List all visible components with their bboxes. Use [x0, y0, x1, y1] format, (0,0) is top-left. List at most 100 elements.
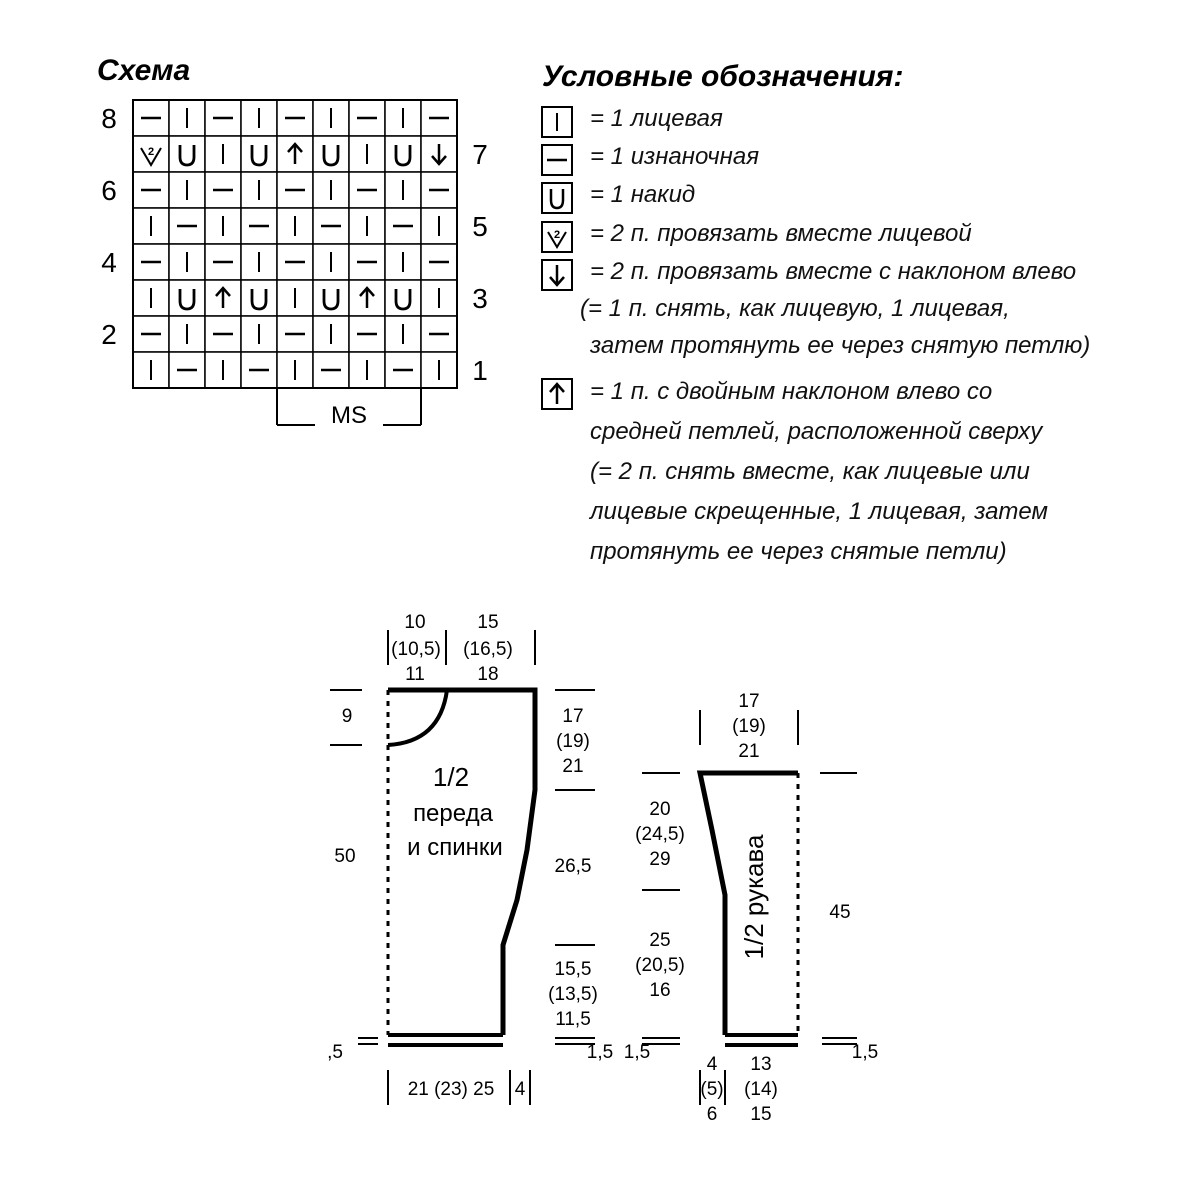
body-bottom-side: 4 — [515, 1079, 526, 1100]
chart-cells: 2 — [132, 99, 458, 389]
legend-s2kp-text-2: средней петлей, расположенной сверху — [590, 418, 1043, 445]
row-number-5: 5 — [472, 211, 488, 242]
purl-symbol-icon — [541, 144, 573, 176]
legend-s2kp-text-4: лицевые скрещенные, 1 лицевая, затем — [590, 498, 1048, 525]
sleeve-bottom-side-3: 6 — [707, 1104, 718, 1125]
sleeve-bottom-side-2: (5) — [700, 1079, 723, 1100]
body-hem-left: ,5 — [327, 1042, 343, 1063]
scheme-title: Схема — [97, 54, 191, 87]
sleeve-hem-right: 1,5 — [852, 1042, 878, 1063]
chart-cell-purl — [276, 243, 314, 281]
knit-symbol-icon — [541, 106, 573, 138]
chart-cell-purl — [204, 171, 242, 209]
body-label-line-3: и спинки — [407, 834, 503, 861]
repeat-bracket — [276, 388, 422, 426]
chart-cell-purl — [348, 315, 386, 353]
legend-s2kp-text-5: протянуть ее через снятые петли) — [590, 538, 1007, 565]
chart-cell-ssk — [420, 135, 458, 173]
body-neckline — [387, 689, 449, 747]
body-shoulder-width-1: 15 — [477, 612, 498, 633]
row-number-8: 8 — [101, 103, 117, 134]
body-label-line-1: 1/2 — [433, 762, 469, 792]
sleeve-length: 45 — [829, 902, 850, 923]
body-shaping: 26,5 — [555, 856, 592, 877]
chart-cell-purl — [276, 315, 314, 353]
body-hem-right: 1,5 — [587, 1042, 613, 1063]
legend-k2tog-text: = 2 п. провязать вместе лицевой — [590, 220, 972, 247]
row-number-2: 2 — [101, 319, 117, 350]
chart-cell-knit — [420, 279, 458, 317]
chart-cell-knit — [240, 171, 278, 209]
legend-ssk-text-2: (= 1 п. снять, как лицевую, 1 лицевая, — [580, 295, 1010, 322]
body-neck-width-2: (10,5) — [391, 639, 441, 660]
row-number-1: 1 — [472, 355, 488, 386]
body-lower-2: (13,5) — [548, 984, 598, 1005]
body-outline — [388, 687, 538, 1035]
chart-cell-purl — [240, 207, 278, 245]
body-total-length: 50 — [334, 846, 355, 867]
legend-ssk-text-1: = 2 п. провязать вместе с наклоном влево — [590, 258, 1077, 285]
svg-text:2: 2 — [148, 146, 154, 158]
ssk-symbol-icon — [541, 259, 573, 291]
body-armhole-3: 21 — [562, 756, 583, 777]
legend-ssk-text-3: затем протянуть ее через снятую петлю) — [590, 332, 1091, 359]
sleeve-bottom-width-3: 15 — [750, 1104, 771, 1125]
sleeve-top-width-1: 17 — [738, 691, 759, 712]
body-neck-width-3: 11 — [405, 664, 425, 685]
sleeve-label: 1/2 рукава — [739, 834, 769, 959]
chart-cell-knit — [384, 315, 422, 353]
sleeve-hem-left: 1,5 — [624, 1042, 650, 1063]
chart-cell-k2tog: 2 — [132, 135, 170, 173]
sleeve-top-width-3: 21 — [738, 741, 759, 762]
chart-cell-purl — [276, 99, 314, 137]
chart-cell-s2kp — [204, 279, 242, 317]
legend-s2kp-text-3: (= 2 п. снять вместе, как лицевые или — [590, 458, 1030, 485]
chart-cell-purl — [420, 171, 458, 209]
legend-title: Условные обозначения: — [542, 60, 904, 93]
row-number-6: 6 — [101, 175, 117, 206]
repeat-label: MS — [331, 402, 367, 429]
body-shoulder-width-2: (16,5) — [463, 639, 513, 660]
body-armhole-2: (19) — [556, 731, 590, 752]
chart-cell-yarn-over — [240, 135, 278, 173]
chart-cell-knit — [132, 279, 170, 317]
chart-cell-knit — [276, 351, 314, 389]
chart-cell-yarn-over — [312, 279, 350, 317]
body-label-line-2: переда — [413, 800, 494, 827]
sleeve-lower-3: 16 — [649, 980, 670, 1001]
sleeve-lower-1: 25 — [649, 930, 670, 951]
chart-cell-knit — [276, 279, 314, 317]
chart-cell-purl — [384, 351, 422, 389]
k2tog-symbol-icon: 2 — [541, 221, 573, 253]
chart-cell-purl — [132, 243, 170, 281]
legend-s2kp-text-1: = 1 п. с двойным наклоном влево со — [590, 378, 993, 405]
row-number-3: 3 — [472, 283, 488, 314]
sleeve-bottom-width-2: (14) — [744, 1079, 778, 1100]
row-number-4: 4 — [101, 247, 117, 278]
sleeve-lower-2: (20,5) — [635, 955, 685, 976]
sleeve-bottom-side-1: 4 — [707, 1054, 718, 1075]
chart-cell-purl — [204, 315, 242, 353]
svg-text:2: 2 — [554, 229, 560, 241]
sleeve-upper-1: 20 — [649, 799, 670, 820]
chart-cell-knit — [240, 315, 278, 353]
stitch-chart: 2 8 6 4 2 7 5 3 1 MS — [101, 99, 488, 429]
chart-cell-yarn-over — [168, 279, 206, 317]
body-lower-3: 11,5 — [555, 1009, 591, 1030]
body-neck-depth: 9 — [342, 706, 353, 727]
chart-cell-purl — [240, 351, 278, 389]
body-neck-width-1: 10 — [404, 612, 425, 633]
chart-cell-purl — [420, 315, 458, 353]
s2kp-symbol-icon — [541, 378, 573, 410]
chart-cell-purl — [132, 99, 170, 137]
chart-cell-yarn-over — [384, 135, 422, 173]
sleeve-upper-3: 29 — [649, 849, 670, 870]
body-bottom-width: 21 (23) 25 — [408, 1079, 495, 1100]
legend-purl-text: = 1 изнаночная — [590, 143, 760, 170]
sleeve-top-width-2: (19) — [732, 716, 766, 737]
sleeve-bottom-width-1: 13 — [750, 1054, 771, 1075]
chart-cell-purl — [204, 243, 242, 281]
body-shoulder-width-3: 18 — [477, 664, 498, 685]
legend-yarn-over-text: = 1 накид — [590, 181, 696, 208]
